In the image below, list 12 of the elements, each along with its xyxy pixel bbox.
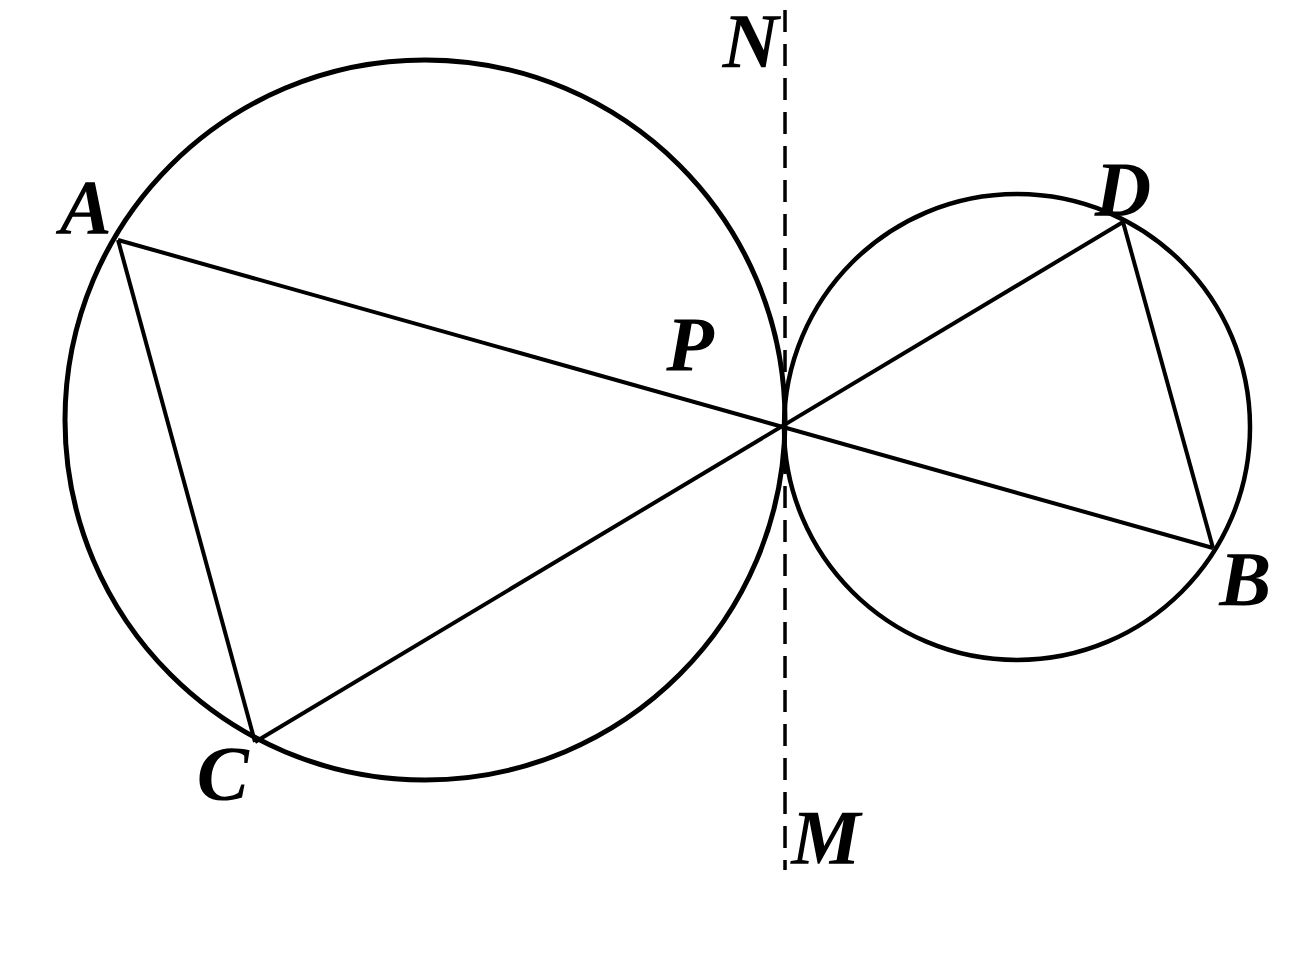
line-segment [116,239,257,743]
point-label: B [1218,554,1269,606]
point-label: A [55,182,109,234]
line-segment [783,10,787,870]
point-label: D [1094,164,1150,216]
point-label: P [666,319,715,371]
line-segment [254,220,1125,744]
line-segment [1121,221,1215,549]
point-label: M [790,812,863,864]
line-segment [117,238,1214,550]
point-label: C [199,748,250,801]
point-label: N [721,16,782,68]
